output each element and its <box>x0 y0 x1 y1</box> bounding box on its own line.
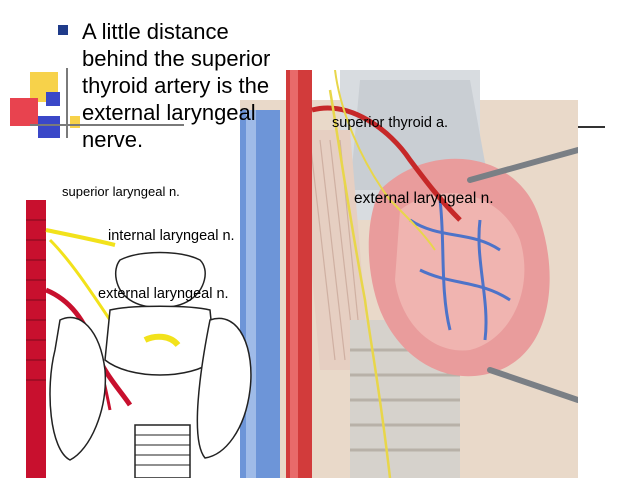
label-superior-thyroid-artery: superior thyroid a. <box>332 115 449 131</box>
bullet-square-icon <box>58 25 68 35</box>
bullet-text: A little distance behind the superior th… <box>82 18 298 153</box>
decorative-vertical-line <box>66 68 68 138</box>
bullet-line: A little distance <box>82 19 229 44</box>
decorative-square-yellow-small <box>70 116 80 128</box>
label-internal-laryngeal-nerve: internal laryngeal n. <box>108 228 235 244</box>
bullet-line: external laryngeal <box>82 100 256 125</box>
decorative-horizontal-line <box>30 124 184 126</box>
laryngeal-nerve-schematic <box>26 200 252 478</box>
bullet-line: thyroid artery is the <box>82 73 270 98</box>
label-external-laryngeal-nerve-photo: external laryngeal n. <box>354 190 494 207</box>
decorative-square-red <box>10 98 38 126</box>
bullet-point: A little distance behind the superior th… <box>58 18 298 153</box>
decorative-short-line <box>575 126 605 128</box>
thyroid-dissection-illustration <box>240 70 578 478</box>
bullet-line: nerve. <box>82 127 144 152</box>
decorative-square-blue <box>46 92 60 106</box>
bullet-line: behind the superior <box>82 46 271 71</box>
label-external-laryngeal-nerve-schematic: external laryngeal n. <box>98 286 229 302</box>
label-superior-laryngeal-nerve: superior laryngeal n. <box>62 184 180 199</box>
decorative-square-blue-large <box>38 116 60 138</box>
